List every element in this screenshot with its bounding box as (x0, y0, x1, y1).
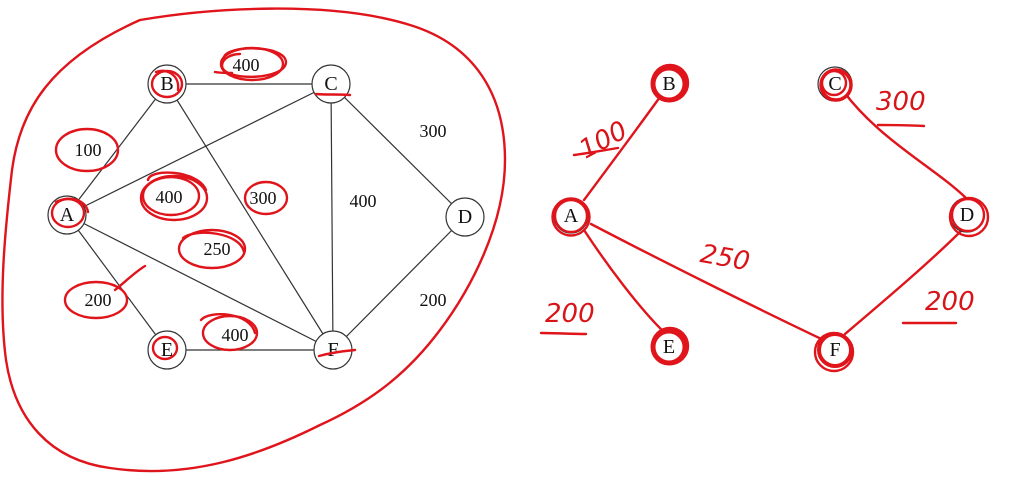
tree-weight-a-b: 100 (574, 116, 632, 166)
node-label: B (160, 73, 173, 95)
node-label: A (60, 204, 75, 226)
weight-circle (54, 127, 120, 173)
weight-circle (141, 175, 201, 217)
underline (213, 70, 234, 75)
node-label: D (458, 206, 472, 228)
weight-circle (146, 171, 208, 192)
weight-a-e: 200 (85, 290, 112, 310)
weight-circle (181, 231, 246, 254)
edge-a-e (66, 214, 168, 351)
tree-edge-f-d (843, 228, 964, 336)
weight-circle (199, 313, 257, 335)
tree-edge-c-d (842, 90, 968, 200)
left-graph: A B C D E F 100 400 400 300 250 200 400 … (47, 55, 485, 370)
edge-c-f (330, 83, 334, 351)
tree-edge-a-e (582, 228, 670, 338)
underline (572, 146, 620, 157)
weight-a-f: 250 (204, 239, 231, 259)
node-scribble (154, 69, 180, 92)
right-tree: A B C D E F (539, 63, 990, 373)
tree-edge-a-b (582, 88, 667, 202)
weight-circle (177, 228, 247, 270)
enclosing-loop (1, 7, 507, 473)
tree-node-d: D (948, 196, 990, 238)
underline (539, 331, 588, 336)
tree-weight-c-d: 300 (876, 87, 926, 117)
tree-node-a: A (551, 197, 591, 237)
edge-a-f (66, 214, 334, 351)
red-annotations (1, 7, 507, 473)
underline (876, 123, 926, 128)
tree-weight-a-f: 250 (698, 239, 752, 277)
node-label: E (161, 339, 173, 361)
edge-b-f (166, 83, 334, 351)
node-c: C (311, 64, 351, 104)
weight-circle (63, 280, 129, 320)
tree-weight-a-e: 200 (545, 299, 595, 329)
weight-a-c: 400 (156, 187, 183, 207)
weight-b-f: 300 (250, 188, 277, 208)
node-scribble (54, 197, 90, 214)
weight-c-d: 300 (420, 121, 447, 141)
node-label: A (564, 205, 579, 227)
weight-f-d: 200 (420, 290, 447, 310)
weight-circle (243, 180, 289, 216)
node-label: C (828, 73, 841, 95)
tree-node-f: F (813, 331, 855, 373)
node-label: D (960, 204, 974, 226)
node-label: E (663, 336, 675, 358)
node-scribble (151, 335, 179, 361)
node-label: C (324, 73, 337, 95)
underline (314, 92, 352, 97)
tree-node-b: B (650, 63, 690, 103)
tree-node-c: C (817, 66, 853, 102)
node-d: D (445, 197, 485, 237)
tree-edge-a-f (589, 222, 834, 346)
node-label: B (662, 73, 675, 95)
tree-node-e: E (650, 326, 690, 366)
weight-circle (220, 47, 288, 78)
weight-e-f: 400 (222, 325, 249, 345)
weight-b-c: 400 (233, 55, 260, 75)
edge-a-c (66, 83, 332, 216)
node-label: F (327, 339, 338, 361)
weight-c-f: 400 (350, 191, 377, 211)
node-label: F (829, 339, 840, 361)
tick-mark (113, 264, 147, 292)
edge-c-d (330, 83, 466, 218)
edge-f-d (332, 216, 466, 351)
tree-weight-f-d: 200 (925, 287, 975, 317)
weight-a-b: 100 (75, 140, 102, 160)
underline (317, 348, 357, 358)
